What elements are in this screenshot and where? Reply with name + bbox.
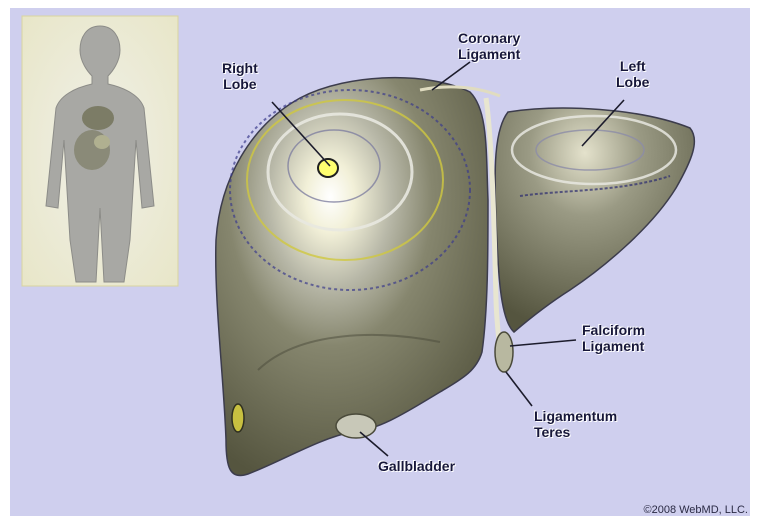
label-ligamentum-teres-line1: Ligamentum [534, 408, 617, 424]
label-coronary-ligament: Coronary Ligament [458, 30, 520, 62]
falciform-ligament-leader [510, 340, 576, 346]
label-ligamentum-teres: Ligamentum Teres [534, 408, 617, 440]
label-right-lobe: Right Lobe [222, 60, 258, 92]
label-left-lobe-line2: Lobe [616, 74, 649, 90]
label-falciform-ligament-line2: Ligament [582, 338, 645, 354]
body-silhouette-inset [22, 16, 178, 286]
label-coronary-ligament-line1: Coronary [458, 30, 520, 46]
gallbladder-leader [360, 432, 388, 456]
label-left-lobe: Left Lobe [616, 58, 649, 90]
ligamentum-teres-leader [506, 372, 532, 406]
label-coronary-ligament-line2: Ligament [458, 46, 520, 62]
label-left-lobe-line1: Left [616, 58, 649, 74]
label-ligamentum-teres-line2: Teres [534, 424, 617, 440]
left-lobe-shape [495, 108, 694, 332]
copyright-notice: ©2008 WebMD, LLC. [643, 504, 748, 516]
label-falciform-ligament-line1: Falciform [582, 322, 645, 338]
label-gallbladder: Gallbladder [378, 458, 455, 474]
label-falciform-ligament: Falciform Ligament [582, 322, 645, 354]
label-right-lobe-line1: Right [222, 60, 258, 76]
label-right-lobe-line2: Lobe [222, 76, 258, 92]
